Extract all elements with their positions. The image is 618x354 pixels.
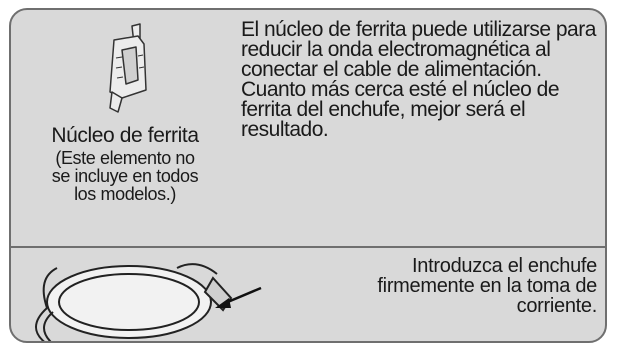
ferrite-note: (Este elemento no se incluye en todos lo… [51,148,199,204]
arrow-icon [215,286,262,308]
description: El núcleo de ferrita puede utilizarse pa… [241,18,601,141]
divider [11,246,605,248]
info-panel: Núcleo de ferrita (Este elemento no se i… [9,8,607,343]
description-paragraph-2: Cuanto más cerca esté el núcleo de ferri… [241,78,560,141]
plug-instruction: Introduzca el enchufe firmemente en la t… [377,255,597,317]
ferrite-title: Núcleo de ferrita [51,124,199,147]
description-paragraph-1: El núcleo de ferrita puede utilizarse pa… [241,18,596,81]
ferrite-caption: Núcleo de ferrita (Este elemento no se i… [37,124,213,204]
power-cable-illustration [35,263,262,341]
ferrite-core-icon [109,23,147,113]
